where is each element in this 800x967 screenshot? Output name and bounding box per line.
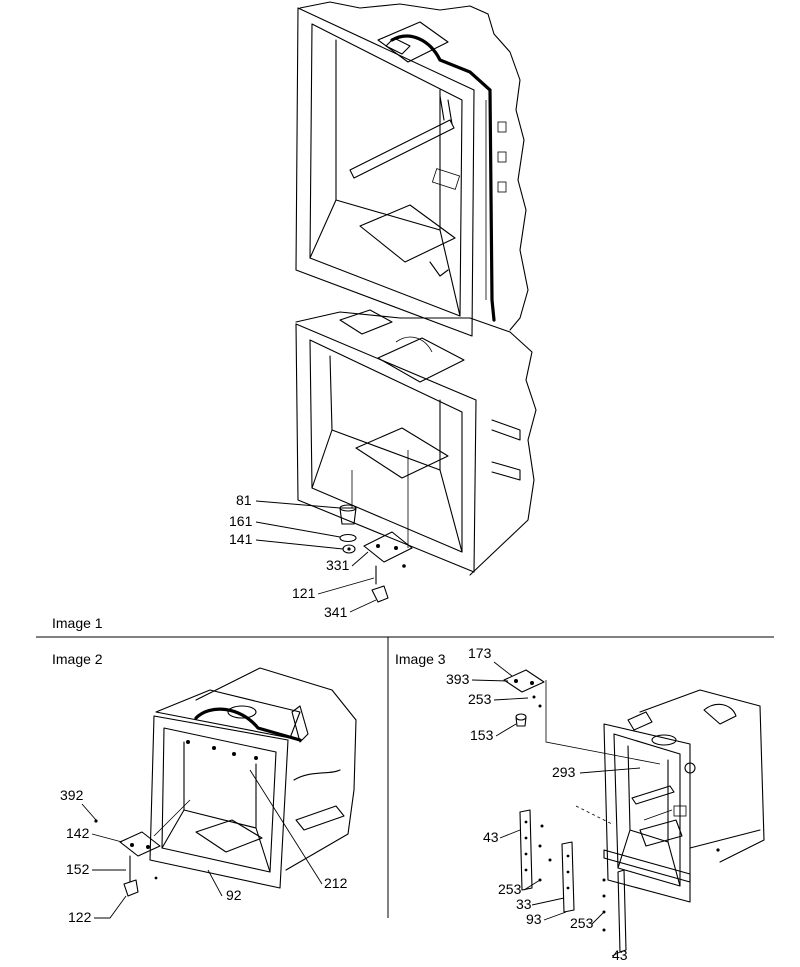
- upper-cabinet: [295, 1, 529, 337]
- callout-173: 173: [468, 645, 492, 661]
- callout-341: 341: [324, 604, 348, 620]
- callout-253-top: 253: [468, 691, 492, 707]
- callout-92: 92: [226, 887, 242, 903]
- callouts-image3: 173 393 253 153 293 43 253 33 93 253 43: [446, 645, 641, 963]
- callout-212: 212: [324, 875, 348, 891]
- callout-93: 93: [526, 911, 542, 927]
- callout-122: 122: [68, 909, 92, 925]
- callout-142: 142: [66, 825, 90, 841]
- callout-152: 152: [66, 861, 90, 877]
- callout-81: 81: [236, 492, 252, 508]
- callout-33: 33: [516, 896, 532, 912]
- hinge-parts-image2: [94, 799, 191, 897]
- lower-cabinet: [295, 309, 537, 576]
- callout-253-bottom: 253: [570, 915, 594, 931]
- callout-253-mid: 253: [498, 881, 522, 897]
- panel-dividers: [36, 636, 774, 918]
- callout-153: 153: [470, 727, 494, 743]
- callout-161: 161: [229, 513, 253, 529]
- cabinet-image2: [149, 667, 357, 889]
- callout-43-left: 43: [483, 829, 499, 845]
- hinge-parts-image3: [503, 669, 661, 953]
- caption-image3: Image 3: [395, 651, 446, 667]
- caption-image1: Image 1: [52, 615, 103, 631]
- callout-331: 331: [326, 557, 350, 573]
- callout-392: 392: [60, 787, 84, 803]
- callout-121: 121: [292, 585, 316, 601]
- callouts-image1: 81 161 141 331 121 341: [229, 492, 377, 620]
- cabinet-image3: [603, 689, 765, 903]
- hinge-parts-image1: [339, 504, 413, 603]
- caption-image2: Image 2: [52, 651, 103, 667]
- callout-293: 293: [552, 764, 576, 780]
- callout-393: 393: [446, 671, 470, 687]
- callouts-image2: 392 142 152 122 92 212: [60, 769, 348, 925]
- callout-141: 141: [229, 531, 253, 547]
- callout-43-right: 43: [612, 947, 628, 963]
